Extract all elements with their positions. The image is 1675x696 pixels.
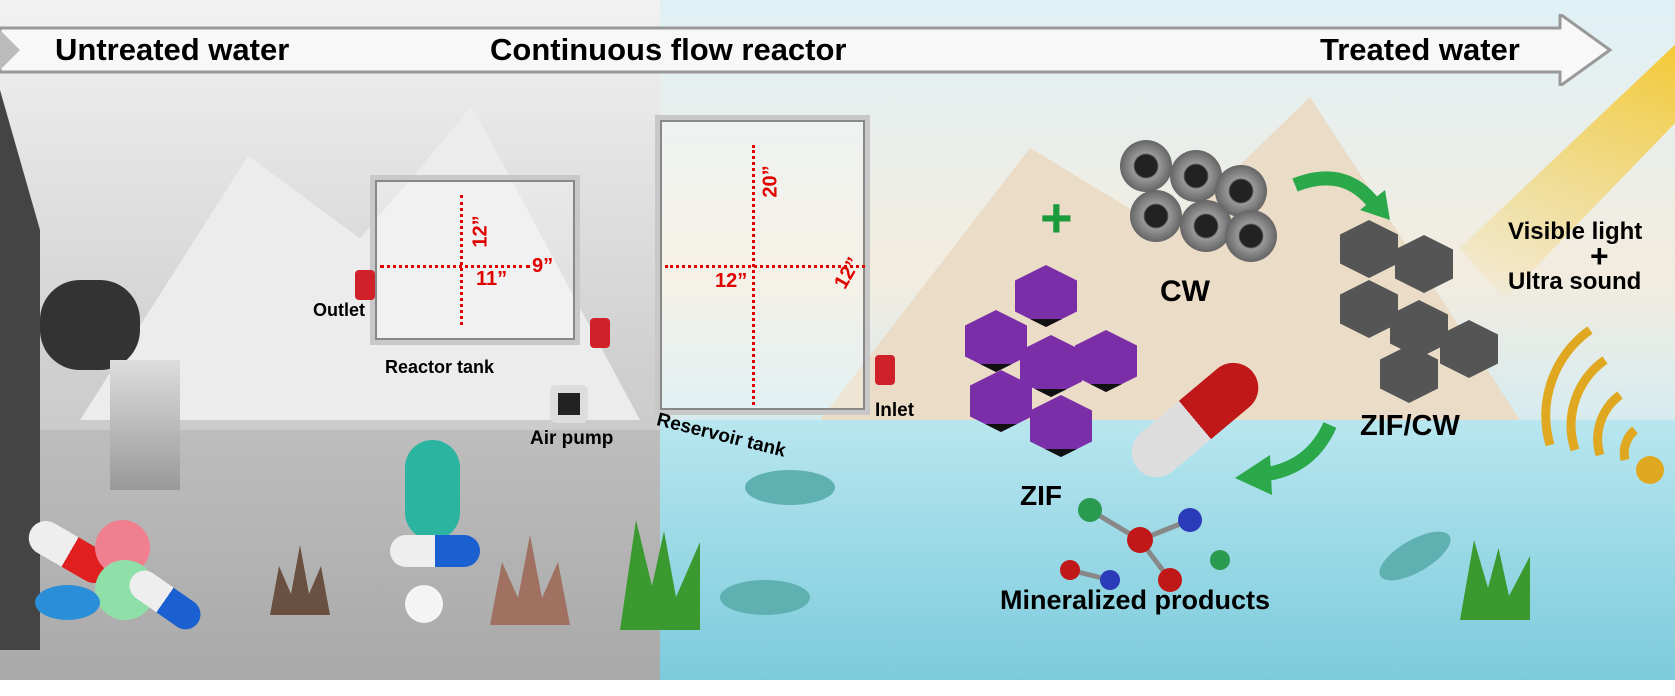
cw-particle [1180, 200, 1232, 252]
pill-capsule-icon [390, 535, 480, 567]
reactor-height: 12” [469, 215, 492, 248]
reactor-width: 11” [476, 268, 508, 290]
label-energy-plus: + [1590, 238, 1609, 274]
fish-icon [720, 580, 810, 615]
fish-icon [745, 470, 835, 505]
green-arrow-return-icon [1235, 421, 1337, 495]
cw-particle [1170, 150, 1222, 202]
flow-arrow [0, 14, 1613, 86]
reactor-width-line [380, 265, 530, 268]
label-treated-water: Treated water [1320, 32, 1520, 67]
pill-tablet-icon [405, 585, 443, 623]
discharge-pipe-icon [40, 280, 140, 370]
zif-crystal [1030, 395, 1092, 457]
label-cw: CW [1160, 275, 1210, 308]
outlet-valve-icon [355, 270, 375, 300]
air-pump-icon [550, 385, 588, 423]
cw-particle [1225, 210, 1277, 262]
discharge-stream [110, 360, 180, 490]
label-mineralized-products: Mineralized products [1000, 585, 1271, 615]
ultrasound-waves-icon [1541, 326, 1664, 484]
zif-crystal [1075, 330, 1137, 392]
reservoir-height: 20” [759, 165, 782, 198]
zif-crystal [1015, 265, 1077, 327]
reactor-tank-image [370, 175, 580, 345]
label-ultra-sound: Ultra sound [1508, 268, 1642, 295]
bacteria-icon [405, 440, 460, 540]
label-reactor-tank: Reactor tank [385, 357, 495, 377]
label-visible-light: Visible light [1508, 218, 1643, 245]
label-inlet: Inlet [875, 400, 915, 421]
zif-crystal [965, 310, 1027, 372]
label-zif-cw: ZIF/CW [1360, 410, 1460, 442]
green-arrow-icon [1292, 171, 1390, 220]
reservoir-width: 12” [715, 270, 748, 292]
molecules-icon [1060, 498, 1230, 592]
green-plus-icon: + [1040, 186, 1073, 249]
gel-capsule-icon [35, 585, 100, 620]
inlet-valve-icon [875, 355, 895, 385]
label-outlet: Outlet [313, 300, 365, 320]
cw-particle [1120, 140, 1172, 192]
label-continuous-flow-reactor: Continuous flow reactor [490, 32, 847, 67]
reactor-height-line [460, 195, 463, 325]
label-untreated-water: Untreated water [55, 32, 290, 67]
label-zif: ZIF [1020, 480, 1062, 511]
reservoir-width-line [665, 265, 865, 268]
reservoir-height-line [752, 145, 755, 405]
zif-crystal [970, 370, 1032, 432]
connector-valve-icon [590, 318, 610, 348]
label-air-pump: Air pump [530, 428, 614, 449]
reactor-depth: 9” [532, 255, 554, 277]
cw-particle [1130, 190, 1182, 242]
